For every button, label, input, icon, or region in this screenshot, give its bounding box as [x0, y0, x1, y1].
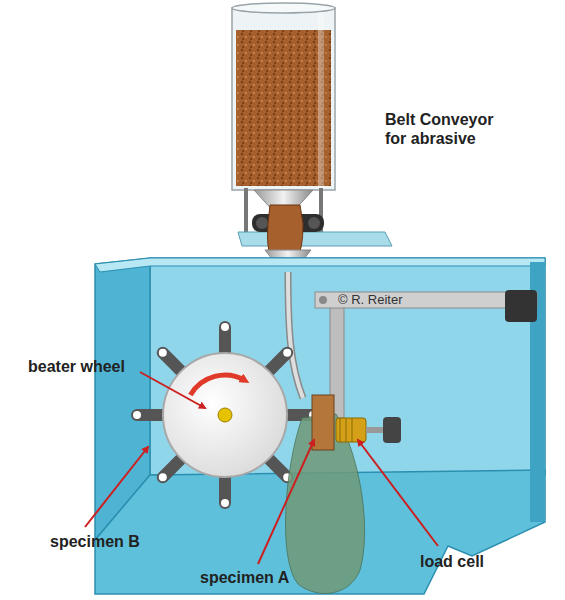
leader-line: [358, 440, 438, 546]
hopper: [232, 3, 335, 190]
part-label: specimen A: [200, 568, 289, 587]
rod-pin: [221, 499, 229, 507]
leader-line: [140, 372, 205, 408]
rod-pin: [221, 323, 229, 331]
rod-pin: [283, 349, 291, 357]
specimen-a: [312, 395, 334, 450]
leader-line: [85, 447, 148, 527]
rod-pin: [159, 473, 167, 481]
feed-tube: [288, 272, 303, 398]
leader-line: [258, 440, 314, 564]
rotation-arrow: [190, 375, 245, 395]
rod-pin: [159, 349, 167, 357]
load-cell: [336, 417, 401, 443]
part-label: beater wheel: [28, 357, 125, 376]
feed-tube-highlight: [288, 272, 303, 398]
lever-arm: [315, 290, 537, 418]
housing: [95, 258, 545, 594]
rod-pin: [133, 411, 141, 419]
title-label: Belt Conveyor for abrasive: [385, 110, 515, 148]
part-label: load cell: [420, 552, 484, 571]
part-label: specimen B: [50, 532, 140, 551]
copyright-note: © R. Reiter: [338, 292, 402, 308]
